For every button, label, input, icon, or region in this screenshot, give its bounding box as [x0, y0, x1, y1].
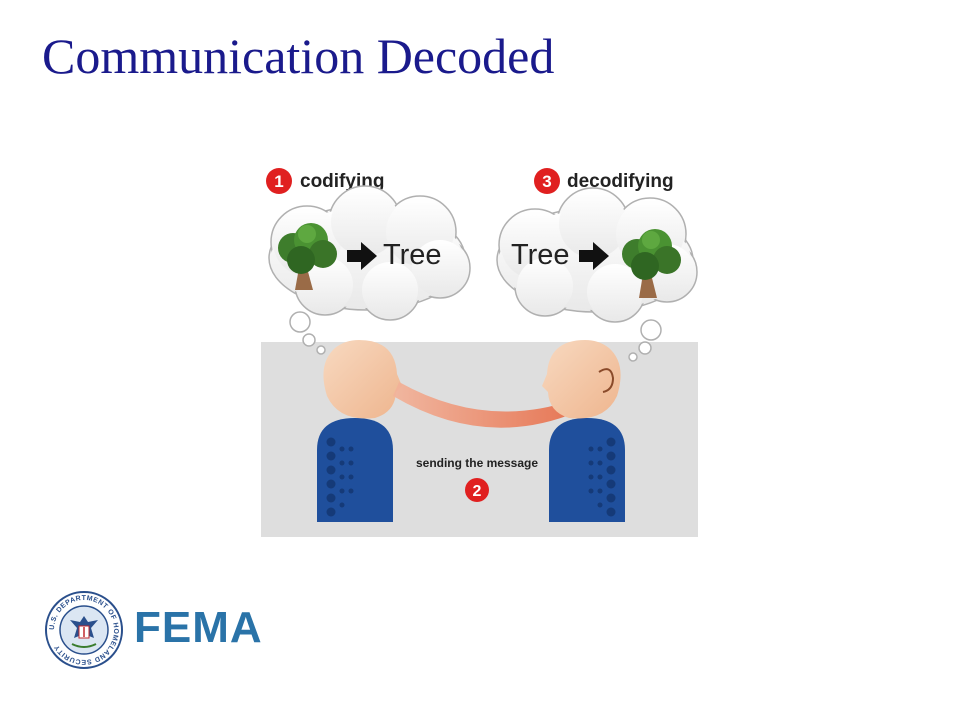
step-3-text: decodifying: [567, 171, 674, 192]
step-3-label: 3 decodifying: [534, 168, 674, 194]
step-2-label: sending the message 2: [416, 456, 538, 502]
receiver-head: [542, 340, 621, 419]
step-2-badge: [465, 478, 489, 502]
communication-diagram: 1 codifying 3 decodifying: [255, 150, 705, 545]
fema-logo: U.S. DEPARTMENT OF HOMELAND SECURITY FEM…: [44, 590, 284, 670]
step-1-number: 1: [274, 172, 283, 191]
thought-bubble-small: [628, 352, 638, 362]
thought-bubble-medium: [638, 341, 652, 355]
dhs-seal: U.S. DEPARTMENT OF HOMELAND SECURITY: [44, 590, 124, 670]
sender-thought-cloud: Tree: [268, 185, 471, 355]
slide-title: Communication Decoded: [42, 28, 555, 84]
arrow-right-icon: [579, 242, 609, 270]
thought-bubble-medium: [302, 333, 316, 347]
thought-bubble-small: [316, 345, 326, 355]
receiver-thought-word: Tree: [511, 239, 570, 271]
sender-thought-word: Tree: [383, 239, 442, 271]
ear-icon: [598, 368, 615, 393]
thought-bubble-large: [640, 319, 662, 341]
step-2-text: sending the message: [416, 456, 538, 470]
thought-bubble-large: [289, 311, 311, 333]
message-arrow: [393, 382, 605, 428]
tree-icon: [278, 223, 337, 290]
step-3-badge: [534, 168, 560, 194]
sender-person: [317, 340, 402, 522]
tree-icon: [622, 229, 681, 298]
step-3-number: 3: [542, 172, 551, 191]
receiver-person: [542, 340, 625, 522]
sender-head: [323, 340, 402, 419]
sender-shirt: [317, 418, 393, 522]
fema-wordmark: FEMA: [134, 603, 263, 652]
step-1-badge: [266, 168, 292, 194]
receiver-shirt: [549, 418, 625, 522]
arrow-right-icon: [347, 242, 377, 270]
receiver-thought-cloud: Tree: [496, 187, 698, 362]
step-2-number: 2: [473, 483, 482, 500]
